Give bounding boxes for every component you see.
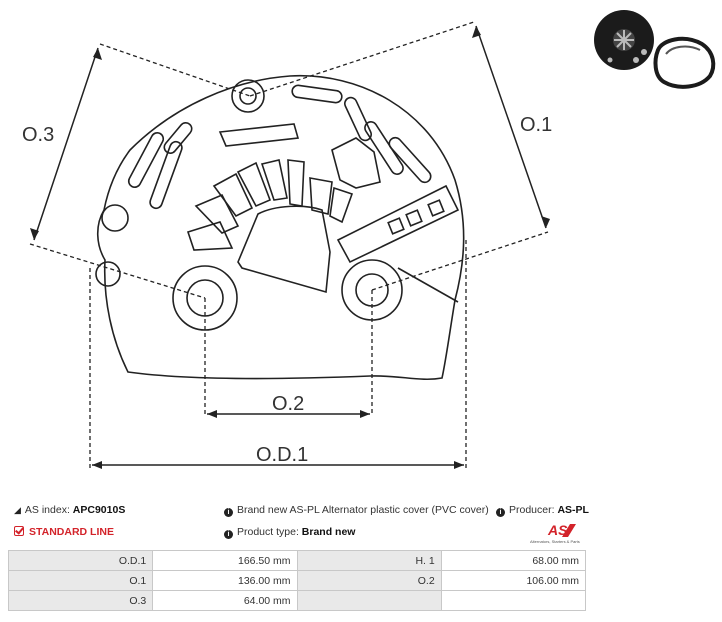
arc-slot	[127, 132, 165, 188]
info-icon: i	[224, 508, 233, 517]
spec-key-cell: O.1	[7, 570, 154, 591]
top-boss	[231, 79, 265, 113]
as-index-label: AS index:	[24, 504, 70, 516]
spec-key-cell	[296, 590, 442, 611]
radial-slot	[236, 161, 272, 208]
info-icon: i	[224, 530, 233, 539]
radial-slot	[194, 193, 240, 234]
standard-line: STANDARD LINE	[14, 526, 114, 538]
product-type-label: Product type:	[237, 526, 299, 538]
dim-label-o3: O.3	[22, 124, 54, 146]
product-description: Brand new AS-PL Alternator plastic cover…	[237, 504, 489, 516]
tag-icon: ◢	[14, 505, 21, 515]
line-label: STANDARD LINE	[29, 526, 114, 538]
radial-slot	[212, 172, 254, 218]
dim-label-o2: O.2	[272, 393, 304, 415]
connector-block	[331, 137, 381, 189]
radial-slot	[260, 159, 288, 201]
producer-value: AS-PL	[557, 504, 589, 516]
radial-slot	[186, 221, 234, 251]
description-line: i Brand new AS-PL Alternator plastic cove…	[224, 504, 489, 517]
as-pl-logo: AS Alternators, Starters & Parts	[530, 522, 580, 544]
checkbox-icon	[14, 526, 24, 536]
left-hole-lower	[95, 261, 121, 287]
left-hole-upper	[101, 204, 129, 232]
top-slot	[344, 96, 372, 142]
product-type-line: i Product type: Brand new	[224, 526, 355, 539]
dim-label-o1: O.1	[520, 114, 552, 136]
top-slot	[291, 84, 343, 104]
spec-value-cell: 64.00 mm	[152, 590, 298, 611]
radial-slot	[329, 186, 354, 224]
spec-value-cell	[440, 590, 587, 611]
as-index-value: APC9010S	[72, 504, 126, 516]
radial-slot	[287, 159, 305, 207]
spec-value-cell: 68.00 mm	[440, 550, 587, 571]
spec-value-cell: 136.00 mm	[152, 570, 298, 591]
spec-key-cell: O.3	[7, 590, 154, 611]
arc-slot	[163, 122, 193, 154]
spec-key-cell: O.D.1	[7, 550, 154, 571]
info-icon: i	[496, 508, 505, 517]
producer-line: i Producer: AS-PL	[496, 504, 589, 517]
as-index-line: ◢AS index: APC9010S	[14, 504, 125, 516]
spec-value-cell: 106.00 mm	[440, 570, 587, 591]
svg-text:AS: AS	[547, 522, 568, 538]
spec-key-cell: H. 1	[296, 550, 442, 571]
terminal-plate	[336, 184, 460, 264]
top-slot	[218, 123, 300, 147]
product-thumbnail	[594, 10, 716, 89]
arc-slot	[149, 140, 183, 210]
radial-slot	[309, 177, 333, 215]
producer-label: Producer:	[509, 504, 555, 516]
top-slot	[388, 136, 432, 184]
spec-key-cell: O.2	[296, 570, 442, 591]
technical-drawing: O.3 O.1 O.2 O.D.1	[22, 21, 552, 470]
svg-text:Alternators, Starters & Parts: Alternators, Starters & Parts	[530, 539, 580, 544]
center-window	[237, 205, 331, 294]
product-type-value: Brand new	[301, 526, 356, 538]
spec-value-cell: 166.50 mm	[152, 550, 298, 571]
cover-outline	[96, 74, 465, 381]
dim-label-od1: O.D.1	[256, 444, 308, 466]
